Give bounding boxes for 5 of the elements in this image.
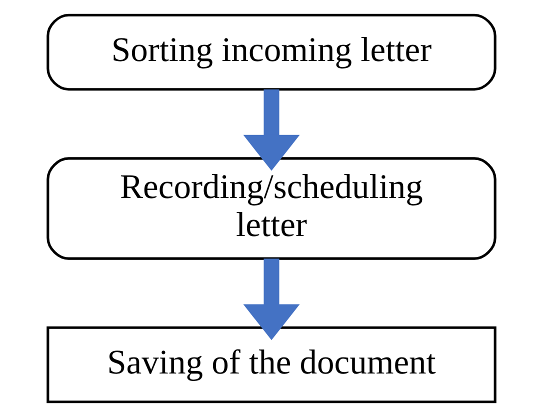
node-box: Saving of the document: [46, 326, 496, 404]
arrow: [242, 89, 300, 171]
node-box: Recording/scheduling letter: [46, 157, 496, 260]
node-box: Sorting incoming letter: [46, 14, 496, 91]
arrow: [242, 258, 300, 340]
